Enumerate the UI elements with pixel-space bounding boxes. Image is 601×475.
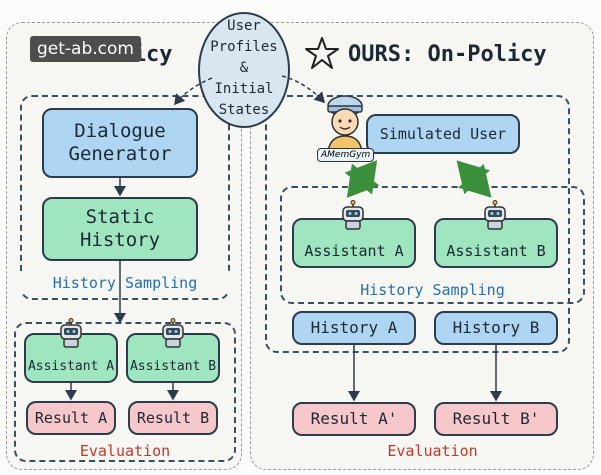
result-a-label-right: Result A' [310, 409, 398, 429]
result-b-label-right: Result B' [452, 409, 540, 429]
assistant-a-label-right: Assistant A [304, 242, 404, 260]
static-history-line1: Static [85, 206, 155, 229]
evaluation-label-left: Evaluation [79, 442, 171, 460]
result-b-label-left: Result B [136, 409, 210, 427]
assistant-b-label-right: Assistant B [446, 242, 546, 260]
dialogue-generator-line1: Dialogue [74, 120, 166, 143]
dialogue-generator-line2: Generator [68, 143, 172, 165]
robot-icon [338, 200, 368, 234]
amemgym-badge-label: AMemGym [321, 150, 371, 160]
history-sampling-label-right: History Sampling [360, 281, 505, 299]
watermark-badge: get-ab.com [30, 36, 141, 62]
ellipse-line-5: States [218, 102, 270, 118]
assistant-b-label-left: Assistant B [129, 359, 217, 375]
result-b-box-left: Result B [128, 401, 218, 435]
result-a-box-left: Result A [26, 401, 116, 435]
static-history-line2: History [79, 229, 161, 251]
assistant-a-label-left: Assistant A [27, 359, 115, 375]
evaluation-label-right: Evaluation [387, 442, 478, 460]
result-b-box-right: Result B' [434, 402, 558, 436]
user-profiles-ellipse: User Profiles & Initial States [196, 10, 292, 130]
history-a-box: History A [292, 311, 416, 345]
amemgym-badge: AMemGym [317, 148, 375, 162]
star-icon [304, 36, 340, 70]
static-history-box: Static History [42, 197, 198, 261]
simulated-user-group [265, 95, 570, 353]
result-a-box-right: Result A' [292, 402, 416, 436]
assistants-group-right [280, 186, 585, 304]
simulated-user-box: Simulated User [366, 114, 520, 154]
assistant-a-box-right: Assistant A [292, 218, 416, 268]
ellipse-line-4: Initial [214, 81, 274, 97]
history-b-label: History B [452, 318, 540, 338]
ellipse-line-3: & [239, 60, 249, 76]
on-policy-title: OURS: On-Policy [348, 42, 547, 67]
simulated-user-label: Simulated User [379, 125, 507, 143]
robot-icon [480, 200, 510, 234]
history-sampling-group-left [20, 95, 230, 300]
user-avatar-icon [320, 86, 370, 154]
ellipse-line-2: Profiles [210, 39, 278, 55]
ellipse-line-1: User [227, 18, 261, 34]
robot-icon [56, 318, 86, 352]
history-a-label: History A [310, 318, 398, 338]
history-sampling-label-left: History Sampling [20, 274, 230, 292]
history-b-box: History B [434, 311, 558, 345]
result-a-label-left: Result A [34, 409, 108, 427]
dialogue-generator-box: Dialogue Generator [42, 108, 198, 178]
robot-icon [158, 318, 188, 352]
